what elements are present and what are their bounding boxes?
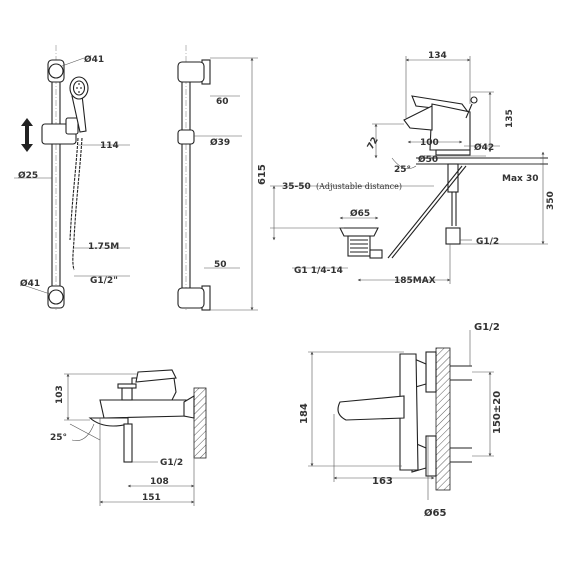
dim-rod-max: 185MAX	[394, 276, 436, 286]
shower-mixer-view	[337, 347, 472, 491]
dim-bath-depth: 108	[150, 477, 169, 487]
dim-deck-thickness: Max 30	[502, 174, 539, 184]
dim-basin-height: 135	[505, 109, 515, 128]
dim-waste-thread: G1 1/4-14	[294, 266, 343, 276]
note-adjustable: (Adjustable distance)	[316, 182, 402, 191]
dim-shower-height: 184	[299, 403, 310, 424]
dim-rail-bottom-dia: Ø41	[20, 278, 40, 289]
dim-hose-length: 1.75M	[88, 242, 119, 252]
dim-inlet-thread: G1/2	[476, 237, 499, 247]
shower-rail-dimensions: Ø41 114 Ø25 1.75M G1/2" Ø41	[14, 54, 130, 295]
dim-holder-travel: 114	[100, 141, 119, 151]
bath-mixer-dimensions: 103 25° G1/2 108 151	[50, 373, 195, 506]
dim-basin-width: 134	[428, 51, 447, 61]
shower-rail-front-view	[21, 45, 89, 310]
shower-rail-side-dimensions: 615 60 Ø39 50	[194, 57, 268, 311]
dim-under-length: 350	[546, 191, 556, 210]
dim-bracket-top: 60	[216, 97, 229, 107]
dim-bath-projection: 151	[142, 493, 161, 503]
dim-pipe-dia: Ø25	[18, 170, 38, 181]
dim-spout-angle: 25°	[50, 433, 67, 443]
dim-hose-thread: G1/2"	[90, 276, 118, 286]
dim-body-dia: Ø42	[474, 142, 494, 153]
dim-rosette-dia: Ø65	[424, 507, 446, 519]
dim-bath-inlet: G1/2	[160, 458, 183, 468]
dim-shower-inlet: G1/2	[474, 322, 500, 333]
dim-base-dia: Ø50	[418, 154, 438, 165]
dim-spout-height: 72	[366, 136, 381, 152]
dim-rail-total-height: 615	[257, 164, 268, 185]
dim-holder-dia: Ø39	[210, 137, 230, 148]
dim-bracket-bottom: 50	[214, 260, 227, 270]
basin-mixer-view	[339, 95, 548, 259]
dim-bath-height: 103	[55, 385, 65, 404]
dim-shower-centres: 150±20	[492, 391, 503, 434]
shower-mixer-dimensions: G1/2 184 150±20 163 Ø65	[299, 322, 503, 519]
shower-rail-side-view	[177, 45, 211, 311]
basin-mixer-dimensions: 134 135 100 72 25° Ø50 Ø42 Max 30 350 35…	[270, 51, 556, 286]
dim-shower-depth: 163	[372, 476, 393, 487]
dim-rail-top-dia: Ø41	[84, 54, 104, 65]
dim-waste-dia: Ø65	[350, 208, 370, 219]
dim-waste-distance: 35-50	[282, 182, 311, 192]
dim-lever-angle: 25°	[394, 165, 411, 175]
bath-mixer-view	[88, 369, 207, 463]
dim-spout-reach: 100	[420, 138, 439, 148]
